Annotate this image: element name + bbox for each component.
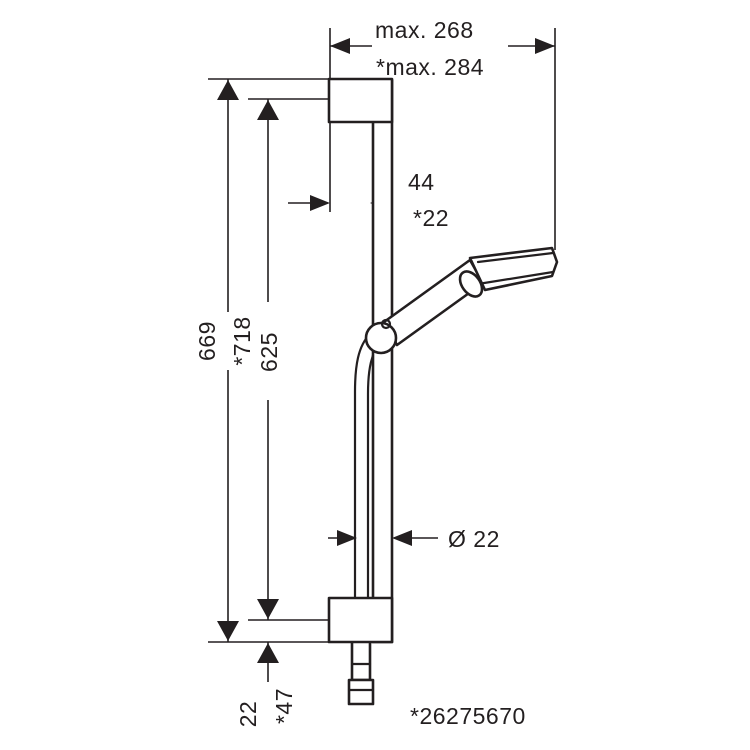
rail-diameter-label: Ø 22 <box>448 526 500 552</box>
bottom-offset-label: 22 <box>235 701 261 728</box>
shower-holder <box>364 321 398 355</box>
bracket-spacing-label: 625 <box>256 332 282 372</box>
max-width-label: max. 268 <box>375 17 474 43</box>
top-wall-bracket <box>327 77 394 124</box>
arrowhead-spacing-bottom <box>257 599 279 619</box>
total-height-label: 669 <box>194 321 220 361</box>
total-height-alt-label: *718 <box>229 316 255 365</box>
wall-brackets <box>327 77 394 644</box>
arrowhead-offset-left <box>310 195 330 211</box>
hand-shower <box>364 246 559 355</box>
arrowhead-diameter-right <box>392 530 412 546</box>
max-width-alt-label: *max. 284 <box>376 54 484 80</box>
arrowhead-max-width-left <box>330 38 350 54</box>
article-number-label: *26275670 <box>410 703 526 729</box>
arrowhead-bottom-offset <box>257 643 279 663</box>
arrowhead-total-height-top <box>217 80 239 100</box>
arrowhead-total-height-bottom <box>217 621 239 641</box>
bottom-wall-bracket <box>327 596 394 644</box>
dimension-labels: max. 268 *max. 284 44 *22 Ø 22 669 *718 … <box>194 17 526 729</box>
arrowhead-diameter-left <box>337 530 357 546</box>
dimension-arrowheads <box>217 38 555 663</box>
wall-offset-label: 44 <box>408 169 435 195</box>
shower-rail <box>371 78 394 644</box>
arrowhead-max-width-right <box>535 38 555 54</box>
bottom-offset-alt-label: *47 <box>271 688 297 724</box>
arrowhead-spacing-top <box>257 100 279 120</box>
wall-offset-alt-label: *22 <box>413 205 449 231</box>
